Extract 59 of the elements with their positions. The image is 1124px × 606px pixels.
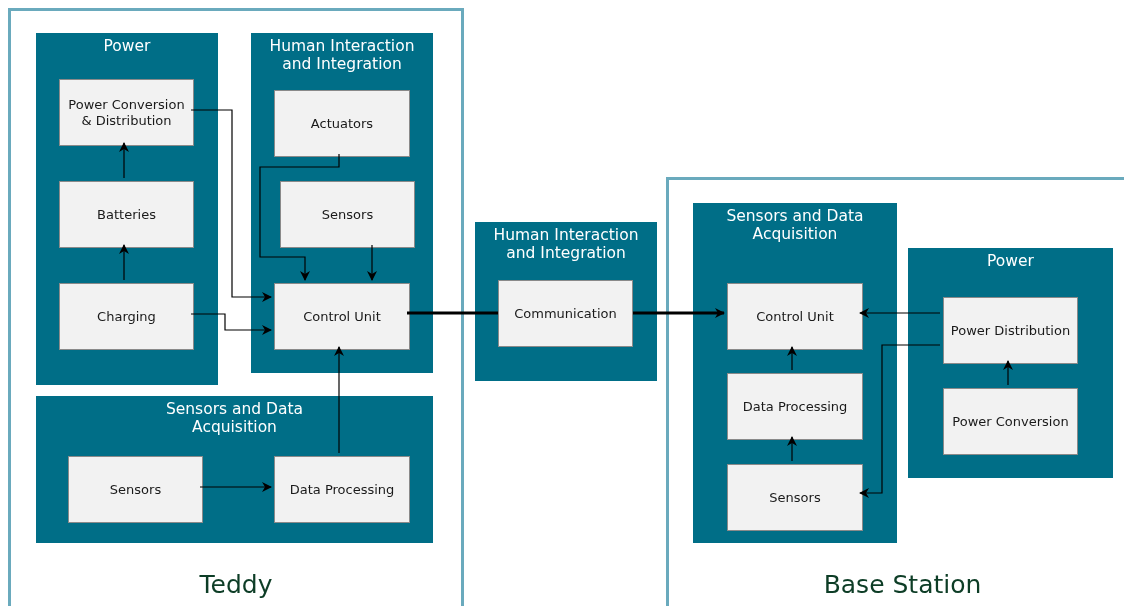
panel-heading: Human Interaction and Integration [268,37,416,73]
component-label: Actuators [309,115,375,132]
component-label: Sensors [108,481,163,498]
arrow [367,244,377,281]
component-box [274,456,410,523]
arrow [259,153,340,281]
system-frame [8,8,464,606]
component-label: Sensors [768,489,822,506]
component-label: Charging [96,308,157,325]
arrow [190,313,272,335]
component-box [727,373,863,440]
component-box [59,79,194,146]
panel-heading: Sensors and Data Acquisition [725,207,865,243]
arrow [787,346,797,371]
panel-heading: Power [986,252,1035,270]
arrow [859,308,941,318]
panel-heading: Human Interaction and Integration [492,226,640,262]
component-box [59,181,194,248]
component-box [943,297,1078,364]
arrow [633,308,725,318]
component-label: Control Unit [302,308,382,325]
arrow [787,436,797,462]
arrow [119,244,129,281]
subsystem-panel [36,33,218,385]
component-box [280,181,415,248]
arrow [190,109,272,302]
component-box [274,90,410,157]
panel-heading: Sensors and Data Acquisition [164,400,305,436]
component-box [68,456,203,523]
component-label: Data Processing [741,398,849,415]
arrow [859,344,941,498]
connector-line [407,311,498,315]
arrow [334,346,344,454]
component-box [943,388,1078,455]
system-title: Teddy [198,570,274,600]
component-box [727,464,863,531]
system-frame [666,177,1124,606]
component-box [59,283,194,350]
subsystem-panel [693,203,897,543]
component-label: Power Conversion & Distribution [67,96,186,129]
subsystem-panel [251,33,433,373]
arrow [199,482,272,492]
component-label: Control Unit [755,308,835,325]
component-label: Communication [513,305,618,322]
component-box [727,283,863,350]
component-label: Data Processing [288,481,396,498]
component-label: Power Conversion [951,413,1070,430]
arrow [1003,360,1013,386]
component-label: Sensors [320,206,375,223]
subsystem-panel [475,222,657,381]
subsystem-panel [908,248,1113,478]
subsystem-panel [36,396,433,543]
component-box [274,283,410,350]
component-box [498,280,633,347]
component-label: Power Distribution [949,322,1072,339]
component-label: Batteries [96,206,157,223]
panel-heading: Power [102,37,152,55]
system-title: Base Station [822,570,983,600]
arrow [119,142,129,179]
